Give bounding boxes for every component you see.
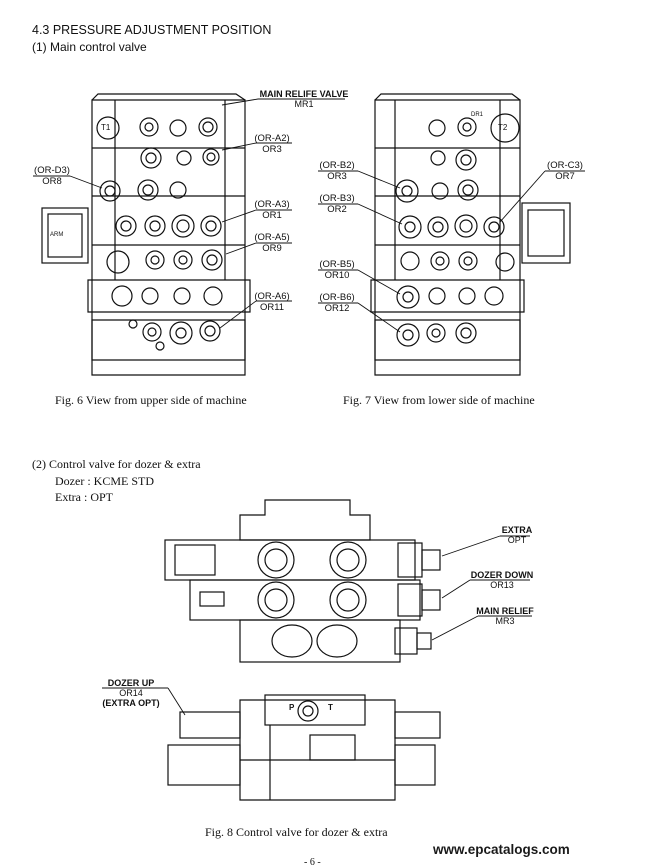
label-or-b5: (OR-B5)OR10 <box>319 259 355 281</box>
fig6-caption: Fig. 6 View from upper side of machine <box>55 393 247 407</box>
label-or-d3: (OR-D3)OR8 <box>34 165 70 187</box>
port-arm: ARM <box>50 232 64 238</box>
label-or-b6: (OR-B6)OR12 <box>319 292 355 314</box>
label-or-a5: (OR-A5)OR9 <box>254 232 290 254</box>
page-number: - 6 - <box>304 857 321 868</box>
label-or-b3: (OR-B3)OR2 <box>319 193 355 215</box>
subsection-dozer-extra: (2) Control valve for dozer & extra <box>32 457 201 471</box>
fig8-caption: Fig. 8 Control valve for dozer & extra <box>205 825 388 839</box>
fig7-caption: Fig. 7 View from lower side of machine <box>343 393 535 407</box>
label-or-b2: (OR-B2)OR3 <box>319 160 355 182</box>
footer-website: www.epcatalogs.com <box>433 842 570 857</box>
port-p: P <box>289 703 295 712</box>
label-or-c3: (OR-C3)OR7 <box>547 160 583 182</box>
section-title: 4.3 PRESSURE ADJUSTMENT POSITION <box>32 23 272 37</box>
label-or-a6: (OR-A6)OR11 <box>254 291 290 313</box>
extra-note: Extra : OPT <box>55 490 113 504</box>
label-or-a2: (OR-A2)OR3 <box>254 133 290 155</box>
port-dr1: DR1 <box>471 112 484 118</box>
port-t2: T2 <box>498 123 508 132</box>
port-t: T <box>328 703 333 712</box>
dozer-note: Dozer : KCME STD <box>55 474 154 488</box>
subsection-main-control-valve: (1) Main control valve <box>32 40 147 54</box>
label-or-a3: (OR-A3)OR1 <box>254 199 290 221</box>
port-t1: T1 <box>101 123 111 132</box>
